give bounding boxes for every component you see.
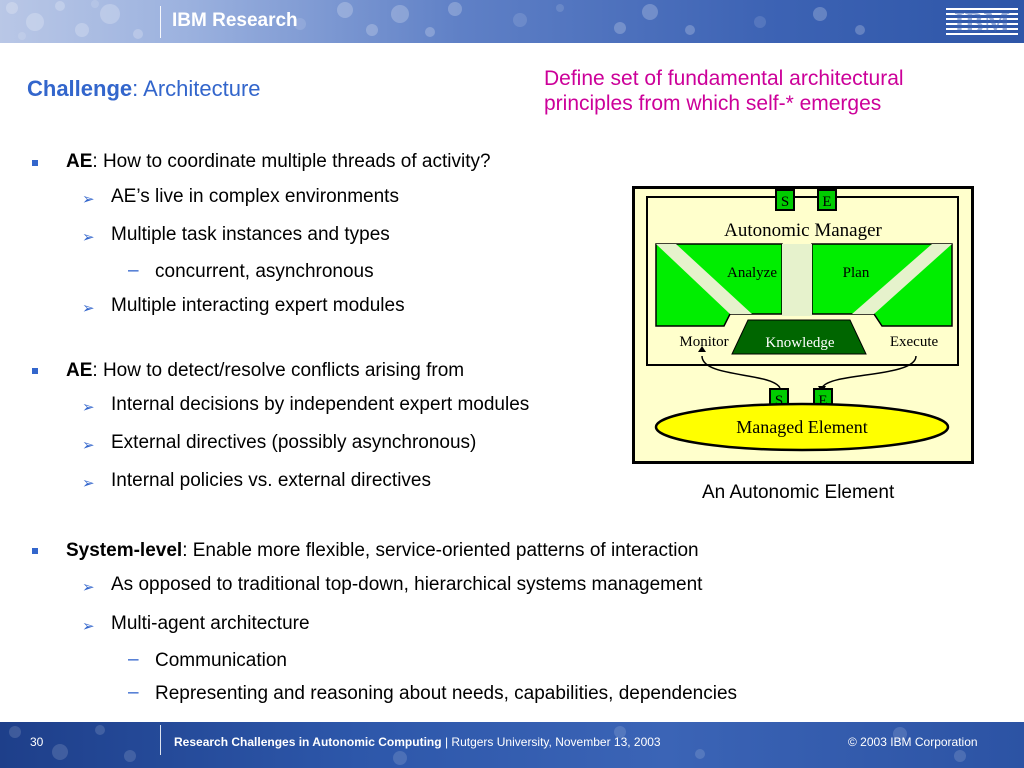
svg-text:S: S (781, 194, 789, 210)
list-item: AE’s live in complex environments (111, 186, 399, 207)
brand-label: IBM Research (172, 10, 298, 31)
footer-copyright: © 2003 IBM Corporation (848, 735, 978, 749)
sensor-box-top (775, 189, 795, 211)
list-item: As opposed to traditional top-down, hier… (111, 574, 703, 595)
footer-divider (160, 725, 161, 755)
arrow-bullet-icon: ➢ (82, 229, 95, 246)
arrow-bullet-icon: ➢ (82, 618, 95, 635)
list-subitem: Representing and reasoning about needs, … (155, 683, 738, 704)
diagram-caption: An Autonomic Element (702, 482, 895, 503)
tagline-line-2: principles from which self-* emerges (544, 92, 882, 115)
list-item: Internal policies vs. external directive… (111, 470, 431, 491)
svg-text:E: E (822, 194, 831, 210)
arrow-bullet-icon: ➢ (82, 300, 95, 317)
monitor-connector (701, 355, 781, 389)
section-2-heading: AE: How to detect/resolve conflicts aris… (66, 360, 465, 381)
list-item: Internal decisions by independent expert… (111, 394, 530, 415)
plan-label: Plan (843, 265, 870, 281)
section-1-heading: AE: How to coordinate multiple threads o… (66, 151, 491, 172)
execute-label: Execute (890, 334, 939, 350)
slide-title: Challenge: Architecture (27, 76, 261, 101)
ibm-logo-icon: IBM (946, 8, 1018, 36)
header-bar: IBM Research IBM (0, 0, 1024, 43)
tagline: Define set of fundamental architectural … (544, 66, 1004, 116)
tagline-line-1: Define set of fundamental architectural (544, 67, 904, 90)
arrow-bullet-icon: ➢ (82, 399, 95, 416)
footer-dot-pattern (9, 725, 966, 765)
footer-bar: 30 Research Challenges in Autonomic Comp… (0, 722, 1024, 768)
arrow-bullet-icon: ➢ (82, 579, 95, 596)
dash-bullet: – (128, 682, 139, 703)
page-number: 30 (30, 735, 44, 749)
monitor-arrowhead-icon (698, 346, 706, 352)
effector-box-top (817, 189, 837, 211)
section-3-heading: System-level: Enable more flexible, serv… (66, 540, 699, 561)
dash-bullet: – (128, 260, 139, 281)
header-divider (160, 6, 161, 38)
list-item: Multiple interacting expert modules (111, 295, 405, 316)
bullet-square (32, 160, 38, 166)
channel-left (656, 244, 752, 314)
footer-title: Research Challenges in Autonomic Computi… (174, 735, 661, 749)
knowledge-label: Knowledge (765, 335, 834, 351)
list-item: Multiple task instances and types (111, 224, 390, 245)
autonomic-element-diagram: S E Autonomic Manager Analyze Plan Knowl… (632, 186, 974, 464)
execute-connector (821, 355, 917, 389)
list-subitem: concurrent, asynchronous (155, 261, 374, 282)
svg-text:IBM: IBM (954, 8, 1010, 36)
monitor-label: Monitor (679, 334, 728, 350)
dash-bullet: – (128, 649, 139, 670)
header-dot-pattern (6, 0, 865, 40)
bullet-square (32, 368, 38, 374)
arrow-bullet-icon: ➢ (82, 191, 95, 208)
managed-element (654, 402, 950, 452)
list-item: External directives (possibly asynchrono… (111, 432, 477, 453)
autonomic-manager-label: Autonomic Manager (724, 220, 882, 241)
list-item: Multi-agent architecture (111, 613, 310, 634)
svg-text:S: S (775, 393, 783, 409)
arrow-bullet-icon: ➢ (82, 437, 95, 454)
arrow-bullet-icon: ➢ (82, 475, 95, 492)
managed-element-label: Managed Element (736, 417, 867, 437)
svg-text:E: E (818, 393, 827, 409)
knowledge-region (731, 319, 867, 355)
channel-center (782, 244, 812, 316)
channel-right (852, 244, 952, 314)
analyze-label: Analyze (727, 265, 777, 281)
bullet-square (32, 548, 38, 554)
list-subitem: Communication (155, 650, 287, 671)
